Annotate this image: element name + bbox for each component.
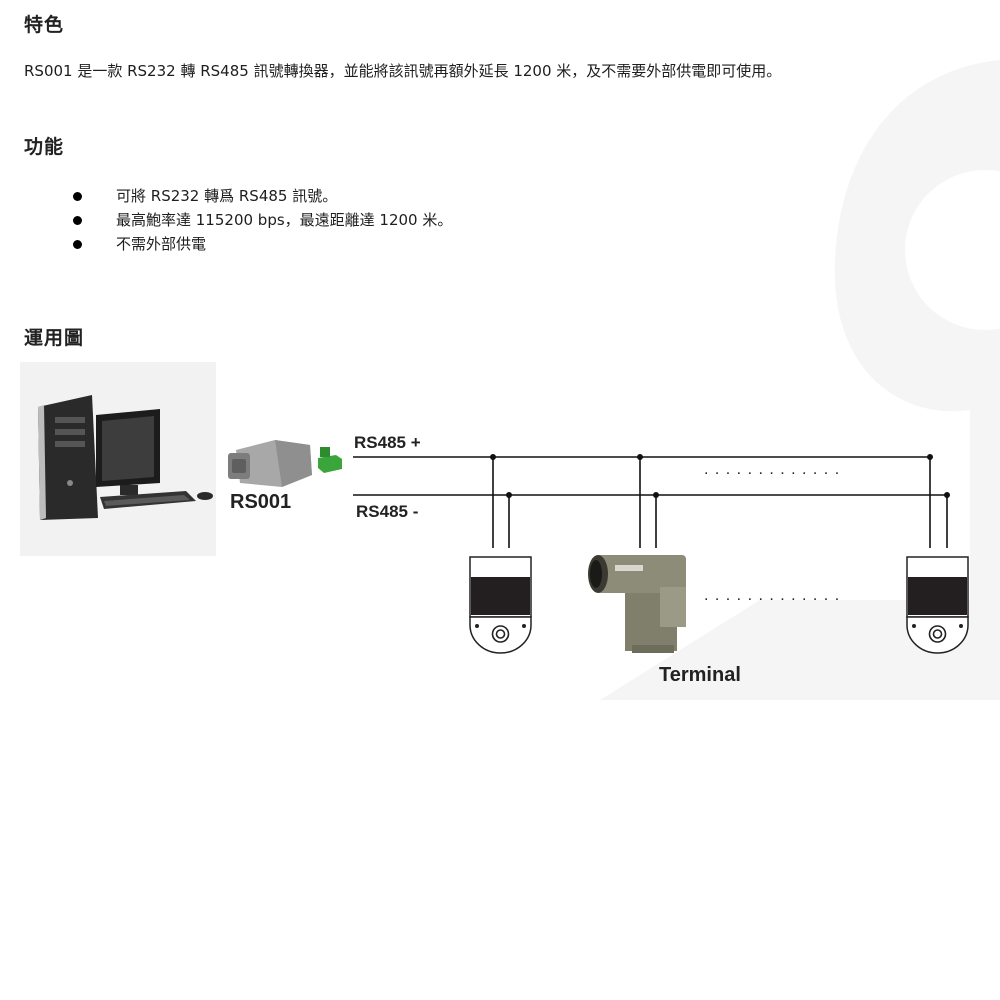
dome-camera-icon bbox=[906, 556, 969, 654]
list-item-text: 不需外部供電 bbox=[116, 235, 207, 253]
ellipsis-bottom: . . . . . . . . . . . . . bbox=[704, 587, 841, 604]
ptz-camera-icon bbox=[588, 555, 686, 653]
terminal-label: Terminal bbox=[659, 664, 741, 686]
converter-device bbox=[228, 440, 342, 487]
computer-image bbox=[20, 362, 216, 556]
functions-list: 可將 RS232 轉爲 RS485 訊號。 最高鮑率達 115200 bps，最… bbox=[60, 184, 452, 256]
application-heading: 運用圖 bbox=[24, 327, 85, 349]
list-item: 可將 RS232 轉爲 RS485 訊號。 bbox=[60, 184, 452, 208]
list-item: 最高鮑率達 115200 bps，最遠距離達 1200 米。 bbox=[60, 208, 452, 232]
list-item: 不需外部供電 bbox=[60, 232, 452, 256]
bus-minus-label: RS485 - bbox=[356, 502, 419, 521]
bullet-icon bbox=[73, 216, 82, 225]
bullet-icon bbox=[73, 240, 82, 249]
list-item-text: 最高鮑率達 115200 bps，最遠距離達 1200 米。 bbox=[116, 211, 453, 229]
list-item-text: 可將 RS232 轉爲 RS485 訊號。 bbox=[116, 187, 338, 205]
converter-label: RS001 bbox=[230, 491, 292, 513]
rs485-bus-lines bbox=[353, 456, 948, 548]
dome-camera-icon bbox=[469, 556, 532, 654]
junction-dots bbox=[490, 454, 950, 498]
bullet-icon bbox=[73, 192, 82, 201]
bus-plus-label: RS485 + bbox=[354, 433, 421, 452]
functions-heading: 功能 bbox=[24, 136, 65, 158]
ellipsis-top: . . . . . . . . . . . . . bbox=[704, 461, 841, 478]
features-paragraph: RS001 是一款 RS232 轉 RS485 訊號轉換器，並能將該訊號再額外延… bbox=[24, 62, 782, 80]
features-heading: 特色 bbox=[24, 14, 65, 36]
application-diagram: RS485 + RS485 - RS001 Terminal . . . . .… bbox=[0, 355, 1000, 705]
